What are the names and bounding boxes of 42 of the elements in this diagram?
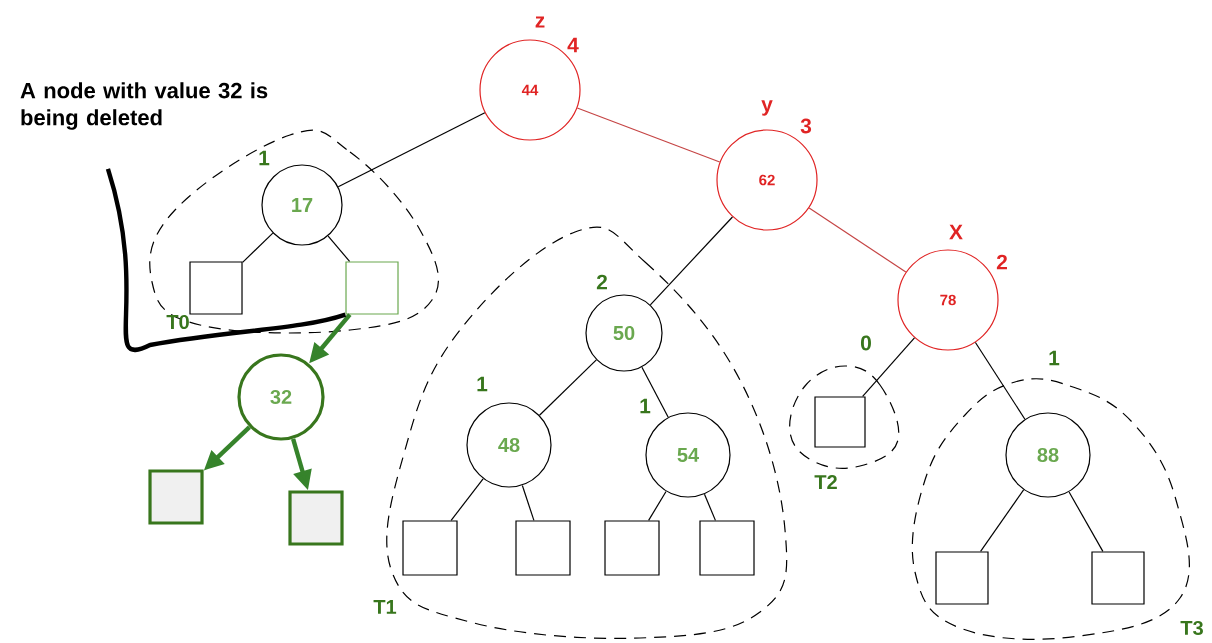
tree-edge — [1068, 491, 1104, 552]
tree-edge — [337, 112, 486, 188]
height-label: 2 — [596, 274, 607, 290]
tree-edge — [641, 366, 669, 418]
node-name-label: X — [949, 224, 963, 240]
tree-edge — [538, 359, 597, 416]
height-label: 2 — [996, 254, 1007, 270]
null-leaf-box — [515, 520, 571, 576]
height-label: 1 — [259, 150, 270, 166]
tree-edge — [980, 489, 1025, 552]
tree-edge — [974, 341, 1026, 420]
subtree-outline: T2 — [789, 365, 900, 489]
tree-edge — [327, 235, 351, 262]
height-label: 1 — [640, 398, 651, 414]
tree-edge — [862, 337, 916, 397]
null-leaf-box — [699, 520, 755, 576]
node-name-label: z — [535, 16, 545, 28]
tree-edge — [576, 107, 721, 163]
null-leaf-box — [189, 261, 243, 315]
tree-edge — [521, 484, 535, 521]
null-leaf-box — [148, 469, 204, 525]
tree-edge — [648, 490, 667, 521]
null-leaf-box — [288, 490, 344, 546]
tree-edge — [703, 493, 717, 521]
null-leaf-box — [935, 551, 989, 605]
tree-edge — [649, 216, 734, 306]
height-label: 4 — [567, 37, 579, 53]
null-leaf-box — [345, 261, 399, 315]
height-label: 1 — [1049, 350, 1060, 366]
tree-edge — [450, 478, 484, 521]
null-leaf-box — [402, 520, 458, 576]
height-label: 0 — [861, 335, 871, 351]
node-name-label: y — [761, 100, 773, 116]
callout-text: A node with value 32 is being deleted — [20, 82, 268, 130]
height-label: 1 — [477, 376, 488, 392]
node-label: T2 — [814, 475, 837, 489]
leader-line — [105, 168, 347, 352]
null-leaf-box — [814, 396, 866, 448]
null-leaf-box — [604, 520, 660, 576]
null-leaf-box — [1091, 551, 1145, 605]
tree-edge — [808, 207, 907, 273]
tree-edge — [242, 232, 274, 263]
